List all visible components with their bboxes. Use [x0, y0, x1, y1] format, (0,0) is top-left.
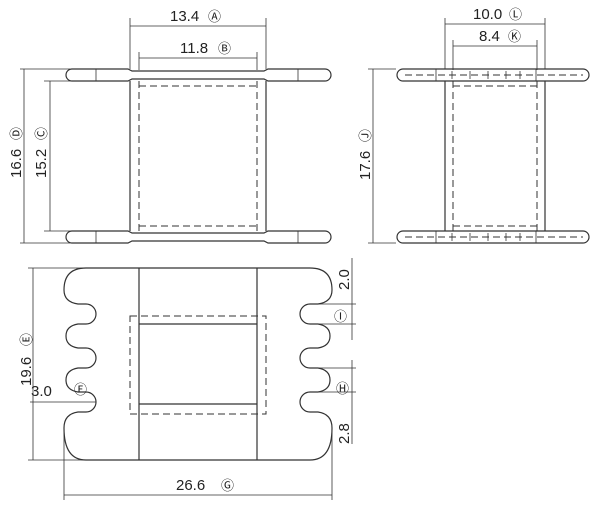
front-bottom-flange — [65, 230, 332, 244]
dim-B-marker: Ⓑ — [218, 42, 231, 57]
top-view-core-window — [129, 315, 267, 415]
dim-I-value: 2.0 — [336, 269, 353, 290]
top-view-outline — [63, 267, 333, 461]
dim-A-value: 13.4 — [170, 8, 199, 25]
dim-H-value: 2.8 — [336, 423, 353, 444]
dimension-B: 11.8 Ⓑ — [138, 40, 258, 70]
dimension-J: 17.6 Ⓙ — [357, 68, 396, 244]
dim-L-marker: Ⓛ — [509, 8, 522, 23]
dim-G-value: 26.6 — [176, 477, 205, 494]
dimension-E: 19.6 Ⓔ — [18, 267, 86, 461]
dim-E-value: 19.6 — [18, 357, 35, 386]
dim-A-marker: Ⓐ — [208, 10, 221, 25]
dim-D-value: 16.6 — [8, 149, 25, 178]
dim-C-marker: Ⓒ — [35, 127, 50, 140]
dim-J-value: 17.6 — [357, 151, 374, 180]
dim-F-marker: Ⓕ — [74, 383, 87, 398]
dimension-K: 8.4 Ⓚ — [452, 28, 538, 70]
dimension-H: Ⓗ 2.8 — [318, 360, 356, 444]
dim-H-marker: Ⓗ — [336, 382, 349, 397]
dim-D-marker: Ⓓ — [10, 127, 25, 140]
dimension-A: 13.4 Ⓐ — [129, 8, 267, 69]
top-view — [63, 267, 333, 461]
dim-F-value: 3.0 — [31, 383, 52, 400]
dimension-L: 10.0 Ⓛ — [444, 6, 546, 69]
dimension-G: 26.6 Ⓖ — [63, 430, 333, 500]
side-view — [396, 68, 590, 244]
dim-E-marker: Ⓔ — [20, 333, 35, 346]
side-bottom-flange — [396, 230, 590, 244]
side-top-flange — [396, 68, 590, 82]
dimension-C: 15.2 Ⓒ — [33, 80, 72, 232]
dim-K-value: 8.4 — [479, 28, 500, 45]
dim-L-value: 10.0 — [473, 6, 502, 23]
dim-C-value: 15.2 — [33, 149, 50, 178]
dim-J-marker: Ⓙ — [359, 129, 374, 142]
dim-G-marker: Ⓖ — [221, 479, 234, 494]
dimension-D: 16.6 Ⓓ — [8, 68, 70, 244]
front-view — [65, 68, 332, 244]
dim-B-value: 11.8 — [180, 40, 208, 57]
dimension-I: 2.0 Ⓘ — [318, 258, 356, 340]
front-top-flange — [65, 68, 332, 82]
dim-I-marker: Ⓘ — [334, 310, 347, 325]
dim-K-marker: Ⓚ — [508, 30, 521, 45]
dimension-F: 3.0 Ⓕ — [30, 383, 96, 403]
